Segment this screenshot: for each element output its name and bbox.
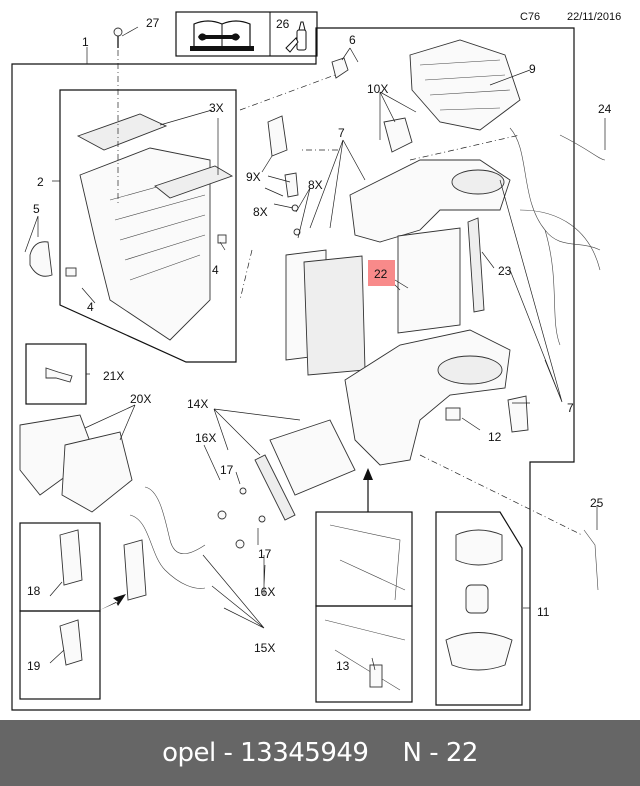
pipe-15x-b [129,514,206,589]
callout-10x: 10X [367,82,388,96]
callout-9x: 9X [246,170,261,184]
callout-24: 24 [598,102,612,116]
callout-15x: 15X [254,641,275,655]
brand-name: opel [162,738,216,768]
housing-frame [59,89,237,363]
bolt-21x [45,367,73,383]
callout-3x: 3X [209,101,224,115]
detail-box-13 [315,605,413,703]
clamp-16xb [235,539,245,549]
callout-26: 27 [146,16,160,30]
clip-7 [507,395,529,433]
callout-4b: 4 [87,300,94,314]
callout-17b: 17 [258,547,272,561]
repair-manual-icon [190,20,254,51]
clip-4a [65,267,77,277]
callout-8xa: 8X [308,178,323,192]
callout-8xb: 8X [253,205,268,219]
o-ring-17b [258,515,266,523]
callout-11: 11 [537,605,550,619]
leader-lines [24,26,606,671]
fan-wheel-11 [455,529,503,566]
pipe-15x-a [144,486,206,555]
wiring-harness-24 [509,127,606,346]
lower-blower-ring [437,355,503,385]
arrow-13-head [363,468,373,480]
callout-6: 6 [349,33,356,47]
lower-blower-housing [344,329,511,466]
heater-housing [76,113,234,341]
callout-27: 26 [276,17,290,31]
valve-9x [284,172,299,198]
heater-core-14x [269,419,356,496]
callout-20x: 20X [130,392,151,406]
sensor-13 [369,664,383,688]
blower-motor-box [435,511,523,706]
arrow-18 [100,594,126,610]
motor-mount-11 [445,632,513,671]
separator: - [223,738,233,768]
footer-text: opel - 13345949 N - 22 [162,738,478,768]
cabin-filter-22 [397,227,461,334]
callout-19: 19 [27,659,41,673]
callout-18: 18 [27,584,41,598]
detail-sketch [324,524,406,691]
callout-4a: 4 [212,263,219,277]
callout-16xa: 16X [195,431,216,445]
clamp-16xa [217,510,227,520]
blower-ring [451,169,505,195]
part-number: 13345949 [240,738,369,768]
separator-2: - [429,738,439,768]
motor-11 [465,584,489,614]
actuator-18 [59,529,83,586]
actuator-18-installed [123,539,147,601]
callout-2: 2 [37,175,44,189]
seal-9x [267,115,288,157]
icon-box-frame [175,11,318,57]
actuator-19 [59,619,83,666]
screw-26 [113,27,123,48]
o-ring-17a [239,487,247,495]
callout-9: 9 [529,62,536,76]
seal-23 [467,217,485,313]
callout-7b: 7 [567,401,574,415]
actuator-10x [383,117,413,153]
resistor-12 [445,407,461,421]
position-number: 22 [445,738,479,768]
diagram-date: 22/11/2016 [567,11,621,23]
parts-diagram: C76 22/11/2016 26 [11,11,622,711]
diagram-code: C76 [520,11,540,23]
drain-tube-25 [583,529,599,591]
callout-5: 5 [33,202,40,216]
assembly-axis-lines [239,74,583,536]
detail-box-a [315,511,413,607]
clip-4b [217,234,227,244]
heater-core-seal [254,454,296,521]
callout-14x: 14X [187,397,208,411]
blower-upper-case-9 [409,39,521,131]
callout-23: 23 [498,264,512,278]
position-prefix: N [402,738,422,768]
actuator-part-5 [29,241,53,277]
box-19 [19,610,101,700]
callout-25: 25 [590,496,604,510]
assembly-frame [11,27,575,711]
callout-13: 13 [336,659,350,673]
evaporator [303,255,366,376]
sealant-bottle-icon [285,21,307,53]
bracket-part-6 [331,57,349,79]
callout-7a: 7 [338,126,345,140]
callout-17a: 17 [220,463,234,477]
part-info-footer: opel - 13345949 N - 22 [0,720,640,786]
callout-16xb: 16X [254,585,275,599]
callout-22[interactable]: 22 [374,267,388,281]
seal-plate-20x [61,431,133,513]
icon-box: 26 [175,11,318,57]
callout-12: 12 [488,430,502,444]
callout-1: 1 [82,35,89,49]
o-ring-8x-b [293,228,301,236]
highlight-box-22 [368,260,395,286]
callout-21x: 21X [103,369,124,383]
leader-22 [394,279,409,289]
